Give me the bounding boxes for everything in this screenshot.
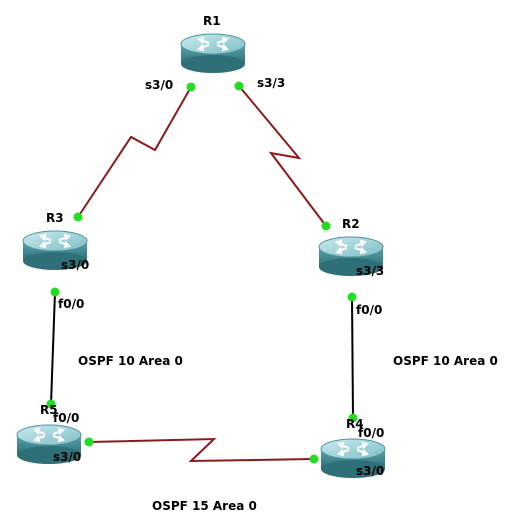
iface-label-r4-s30: s3/0 xyxy=(356,464,384,478)
iface-label-r2-f00: f0/0 xyxy=(356,303,382,317)
port-dot-r5-s30 xyxy=(84,437,94,447)
router-name-r3: R3 xyxy=(46,211,64,225)
serial-link-r1-r3 xyxy=(77,86,192,218)
iface-label-r1-s30: s3/0 xyxy=(145,78,173,92)
ethernet-link-r2-r4 xyxy=(351,296,354,419)
ethernet-link-r3-r5 xyxy=(50,291,56,405)
port-dot-r3-s30 xyxy=(73,212,83,222)
router-name-r2: R2 xyxy=(342,217,360,231)
port-dot-r2-f00 xyxy=(347,292,357,302)
area-label-bottom: OSPF 15 Area 0 xyxy=(152,499,257,513)
iface-label-r3-s30: s3/0 xyxy=(61,258,89,272)
iface-label-r5-f00: f0/0 xyxy=(53,411,79,425)
port-dot-r1-s30 xyxy=(186,82,196,92)
iface-label-r4-f00: f0/0 xyxy=(358,426,384,440)
port-dot-r1-s33 xyxy=(234,81,244,91)
port-dot-r3-f00 xyxy=(50,287,60,297)
router-name-r5: R5 xyxy=(40,403,58,417)
port-dot-r4-s30 xyxy=(309,454,319,464)
router-name-r1: R1 xyxy=(203,14,221,28)
iface-label-r3-f00: f0/0 xyxy=(58,297,84,311)
router-r1[interactable] xyxy=(180,33,246,74)
port-dot-r2-s33 xyxy=(321,221,331,231)
area-label-left: OSPF 10 Area 0 xyxy=(78,354,183,368)
iface-label-r5-s30: s3/0 xyxy=(53,450,81,464)
port-dot-r5-f00 xyxy=(46,399,56,409)
iface-label-r2-s33: s3/3 xyxy=(356,264,384,278)
iface-label-r1-s33: s3/3 xyxy=(257,76,285,90)
serial-link-r1-r2 xyxy=(238,85,327,227)
port-dot-r4-f00 xyxy=(348,413,358,423)
serial-link-r5-r4 xyxy=(88,437,315,463)
router-name-r4: R4 xyxy=(346,417,364,431)
area-label-right: OSPF 10 Area 0 xyxy=(393,354,498,368)
